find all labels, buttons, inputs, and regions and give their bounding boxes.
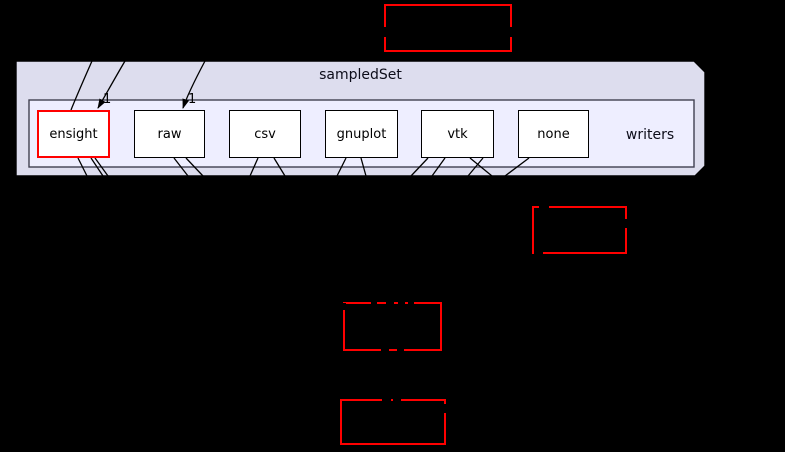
- hidden-node-center[interactable]: [343, 302, 442, 351]
- node-none[interactable]: none: [518, 110, 589, 158]
- edge-label-raw: 1: [188, 92, 197, 107]
- node-gnuplot[interactable]: gnuplot: [325, 110, 398, 158]
- edge-stubs-bottom: [77, 157, 530, 177]
- hidden-node-top[interactable]: [384, 4, 512, 52]
- hidden-node-right[interactable]: [532, 206, 627, 254]
- hidden-node-bottom[interactable]: [340, 399, 446, 445]
- node-vtk[interactable]: vtk: [421, 110, 494, 158]
- node-ensight[interactable]: ensight: [37, 110, 110, 158]
- outer-cluster-label[interactable]: sampledSet: [319, 67, 402, 83]
- edge-label-ensight: 1: [103, 92, 112, 107]
- node-raw[interactable]: raw: [134, 110, 205, 158]
- node-csv[interactable]: csv: [229, 110, 301, 158]
- inner-cluster-label[interactable]: writers: [625, 127, 675, 143]
